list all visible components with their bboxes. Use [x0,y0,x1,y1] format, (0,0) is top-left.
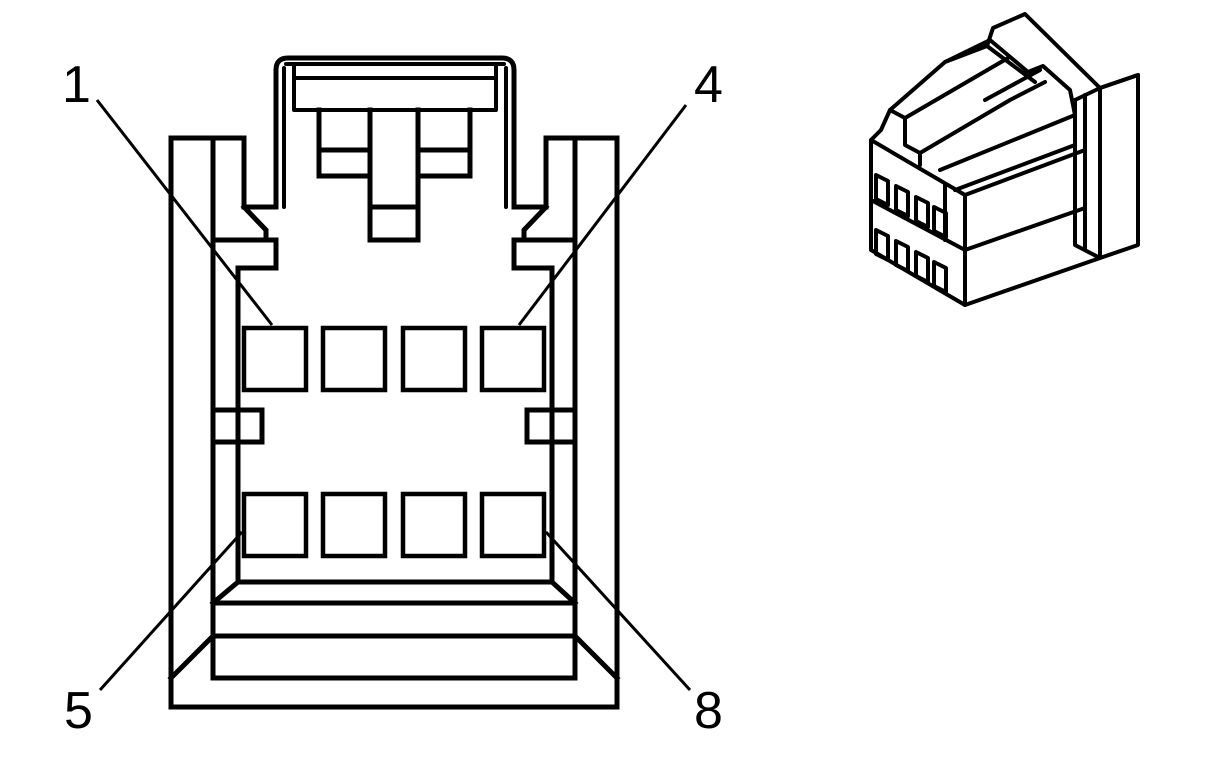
cavity-4 [479,325,547,393]
iso-top-ridges [888,38,1077,172]
cavity-5 [241,491,309,559]
cavity-7 [400,491,468,559]
inner-wall [210,135,578,681]
upper-shoulders [210,203,578,271]
leader-line-4 [517,104,688,326]
housing-outline [168,55,620,710]
cavity-6 [320,491,388,559]
cavity-1 [241,325,309,393]
pin-label-8: 8 [694,682,723,740]
leader-line-5 [98,530,244,692]
iso-body-outline [869,12,1140,307]
pin-label-1: 1 [62,56,91,114]
iso-cavities [874,173,948,294]
bottom-step-lines [167,579,621,682]
pin-label-5: 5 [64,682,93,740]
iso-front-face [869,138,1087,307]
cavity-3 [400,325,468,393]
side-lock-tabs [210,407,578,445]
iso-end-plate [1073,73,1140,260]
latch-inner-lines [282,62,508,209]
latch-ribs [316,107,473,243]
cavity-2 [320,325,388,393]
connector-isometric-view [869,12,1140,307]
pin-label-4: 4 [694,56,723,114]
connector-face-view: 1 4 5 8 [62,55,723,740]
leader-line-1 [95,99,274,326]
cavity-8 [479,491,547,559]
leader-line-8 [544,530,692,692]
